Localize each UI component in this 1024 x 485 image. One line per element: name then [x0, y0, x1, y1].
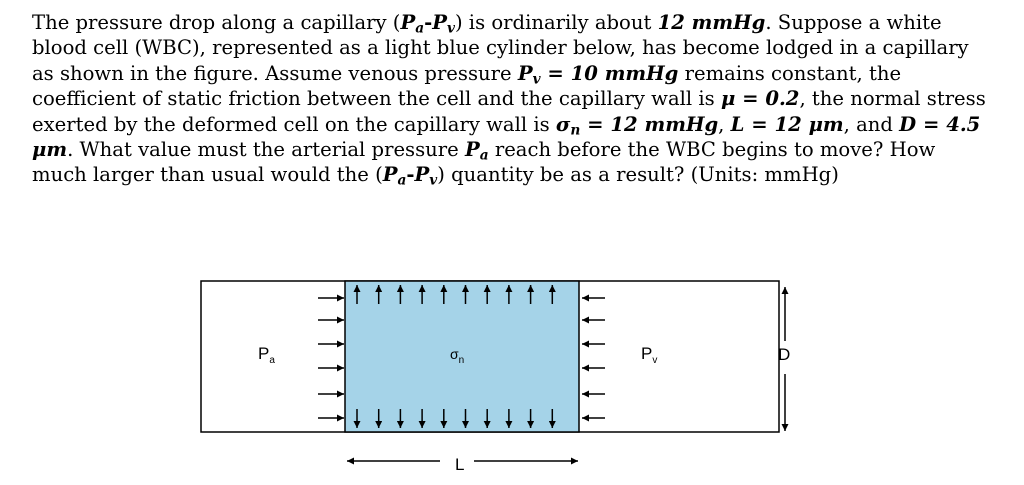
pressure-drop-value: 12 mmHg [657, 11, 766, 34]
white-blood-cell [344, 280, 580, 433]
problem-statement: The pressure drop along a capillary (Pa-… [32, 10, 992, 188]
pv-value: = 10 mmHg [540, 61, 679, 85]
pa-symbol: Pa [400, 11, 425, 37]
text-segment: , the normal stress exerted by the defor… [32, 87, 986, 136]
dash: - [424, 11, 433, 34]
text-segment: . Suppose a white blood cell (WBC), repr… [32, 11, 969, 85]
pa-symbol: Pa [464, 138, 489, 164]
text-segment: reach before the WBC begins to move? How… [32, 138, 936, 187]
force-arrows [318, 285, 605, 428]
text-segment: The pressure drop along a capillary ( [32, 11, 401, 34]
d-label: D [778, 345, 790, 364]
pa-label: Pa [258, 344, 275, 366]
mu-value: μ = 0.2 [720, 87, 800, 111]
pv-label: Pv [641, 344, 657, 366]
text-segment: , [718, 112, 731, 136]
sigma-symbol: σn [555, 112, 581, 139]
dash: - [406, 163, 415, 187]
text-segment: ) is ordinarily about [454, 11, 658, 34]
sigma-n-label: σn [450, 346, 464, 366]
text-segment: ) quantity be as a result? (Units: mmHg) [437, 163, 839, 187]
l-label: L [455, 455, 464, 474]
text-segment: . What value must the arterial pressure [67, 138, 465, 162]
l-value: L = 12 μm [730, 112, 844, 136]
sigma-value: = 12 mmHg [580, 112, 719, 136]
text-segment: , and [843, 112, 900, 136]
d-value: D = 4.5 μm [32, 112, 981, 162]
pa-symbol: Pa [382, 163, 407, 189]
text-segment: remains constant, the coefficient of sta… [32, 61, 902, 111]
pv-symbol: Pv [432, 11, 455, 37]
pv-symbol: Pv [414, 163, 438, 189]
pv-symbol: Pv [517, 61, 541, 88]
